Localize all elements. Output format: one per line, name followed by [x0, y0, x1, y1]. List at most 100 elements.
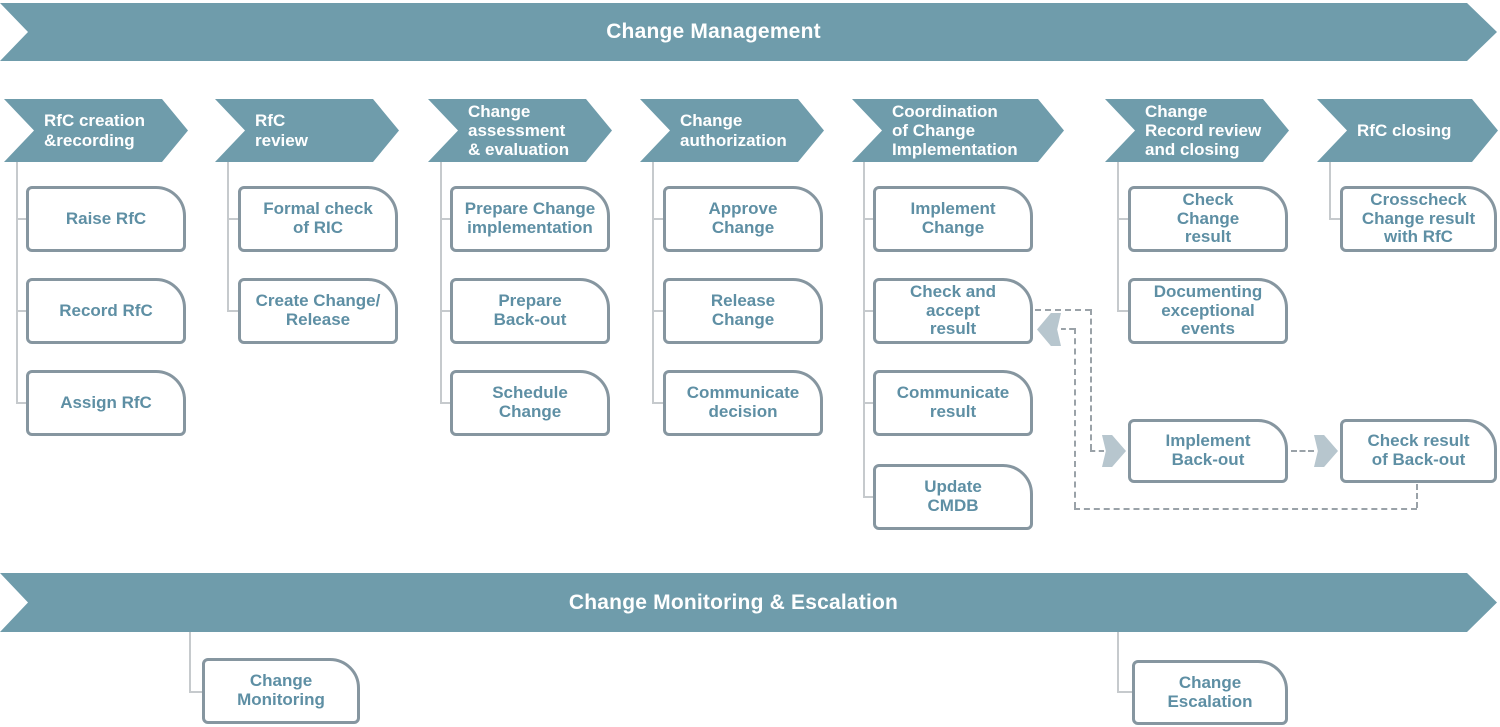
step-box-create-change-release: Create Change/ Release	[238, 278, 398, 344]
step-label: Change Escalation	[1167, 672, 1253, 711]
dashed-connector	[1035, 309, 1091, 311]
connector	[16, 218, 26, 220]
process-arrow-label: Coordination of Change Implementation	[892, 101, 1018, 160]
step-label: Check result of Back-out	[1367, 431, 1470, 469]
connector	[227, 162, 229, 312]
step-label: Crosscheck Change result with RfC	[1361, 189, 1476, 247]
step-label: Communicate decision	[686, 383, 800, 421]
step-box-communicate-result: Communicate result	[873, 370, 1033, 436]
process-arrow-label: RfC creation &recording	[44, 111, 146, 150]
connector	[16, 402, 26, 404]
arrowhead-right-icon	[1102, 435, 1126, 467]
process-arrow-label: RfC closing	[1357, 120, 1452, 140]
connector	[1117, 162, 1119, 312]
process-arrow-record-review: Change Record review and closing	[1105, 99, 1289, 162]
connector	[440, 218, 450, 220]
step-box-assign-rfc: Assign RfC	[26, 370, 186, 436]
connector	[227, 218, 238, 220]
connector	[16, 162, 18, 404]
change-monitoring-escalation-banner: Change Monitoring & Escalation	[0, 573, 1497, 632]
step-label: Implement Change	[910, 199, 996, 237]
dashed-connector	[1061, 328, 1074, 330]
process-arrow-rfc-creation: RfC creation &recording	[4, 99, 188, 162]
connector	[227, 310, 238, 312]
connector	[1117, 691, 1132, 693]
step-box-communicate-decision: Communicate decision	[663, 370, 823, 436]
step-label: Prepare Back-out	[493, 291, 567, 329]
step-box-approve-change: Approve Change	[663, 186, 823, 252]
change-management-banner: Change Management	[0, 3, 1497, 61]
step-label: Implement Back-out	[1165, 431, 1251, 469]
process-arrow-rfc-closing: RfC closing	[1317, 99, 1498, 162]
dashed-connector	[1416, 484, 1418, 508]
connector	[652, 310, 663, 312]
connector	[440, 310, 450, 312]
connector	[652, 218, 663, 220]
step-label: Formal check of RIC	[263, 199, 373, 237]
step-label: Check and accept result	[910, 281, 996, 339]
connector	[652, 162, 654, 404]
connector	[440, 402, 450, 404]
step-label: Schedule Change	[492, 383, 568, 421]
step-box-change-escalation: Change Escalation	[1132, 660, 1288, 725]
step-box-prepare-change-implementation: Prepare Change implementation	[450, 186, 610, 252]
connector	[863, 310, 873, 312]
step-box-implement-change: Implement Change	[873, 186, 1033, 252]
connector	[16, 310, 26, 312]
process-arrow-change-assessment: Change assessment & evaluation	[428, 99, 612, 162]
step-label: Assign RfC	[60, 392, 152, 412]
process-arrow-label: RfC review	[255, 111, 308, 150]
connector	[1117, 218, 1128, 220]
step-box-implement-back-out: Implement Back-out	[1128, 419, 1288, 483]
process-arrow-change-authorization: Change authorization	[640, 99, 824, 162]
step-box-release-change: Release Change	[663, 278, 823, 344]
dashed-connector	[1074, 508, 1417, 510]
step-box-check-accept-result: Check and accept result	[873, 278, 1033, 344]
process-arrow-coordination: Coordination of Change Implementation	[852, 99, 1064, 162]
step-label: Change Monitoring	[237, 671, 325, 709]
connector	[1329, 162, 1331, 220]
connector	[652, 402, 663, 404]
connector	[440, 162, 442, 404]
dashed-connector	[1090, 450, 1104, 452]
process-arrow-label: Change authorization	[680, 111, 787, 150]
change-monitoring-escalation-banner-title: Change Monitoring & Escalation	[568, 590, 899, 614]
step-label: Record RfC	[59, 300, 153, 320]
connector	[863, 496, 873, 498]
connector	[863, 402, 873, 404]
process-arrow-rfc-review: RfC review	[215, 99, 399, 162]
connector	[863, 218, 873, 220]
step-label: Release Change	[710, 291, 776, 329]
step-label: Raise RfC	[65, 208, 147, 228]
step-box-schedule-change: Schedule Change	[450, 370, 610, 436]
arrowhead-right-icon	[1314, 435, 1338, 467]
dashed-connector	[1291, 450, 1314, 452]
step-box-documenting-exceptional-events: Documenting exceptional events	[1128, 278, 1288, 344]
step-box-check-result-back-out: Check result of Back-out	[1340, 419, 1497, 483]
connector	[1117, 310, 1128, 312]
step-label: Check Change result	[1176, 189, 1240, 247]
step-box-update-cmdb: Update CMDB	[873, 464, 1033, 530]
step-box-record-rfc: Record RfC	[26, 278, 186, 344]
step-label: Update CMDB	[924, 477, 982, 515]
connector	[189, 691, 202, 693]
step-box-raise-rfc: Raise RfC	[26, 186, 186, 252]
process-arrow-label: Change Record review and closing	[1145, 101, 1262, 160]
connector	[1117, 632, 1119, 692]
dashed-connector	[1074, 328, 1076, 508]
connector	[1329, 218, 1340, 220]
step-box-check-change-result: Check Change result	[1128, 186, 1288, 252]
step-box-formal-check: Formal check of RIC	[238, 186, 398, 252]
step-label: Approve Change	[708, 199, 778, 237]
step-label: Prepare Change implementation	[464, 199, 596, 237]
step-box-change-monitoring: Change Monitoring	[202, 658, 360, 724]
connector	[189, 632, 191, 692]
dashed-connector	[1090, 309, 1092, 450]
step-box-crosscheck-change-result: Crosscheck Change result with RfC	[1340, 186, 1497, 252]
step-label: Communicate result	[896, 383, 1010, 421]
arrowhead-left-icon	[1037, 313, 1061, 346]
connector	[863, 162, 865, 498]
step-label: Documenting exceptional events	[1153, 281, 1263, 339]
step-label: Create Change/ Release	[255, 291, 381, 329]
